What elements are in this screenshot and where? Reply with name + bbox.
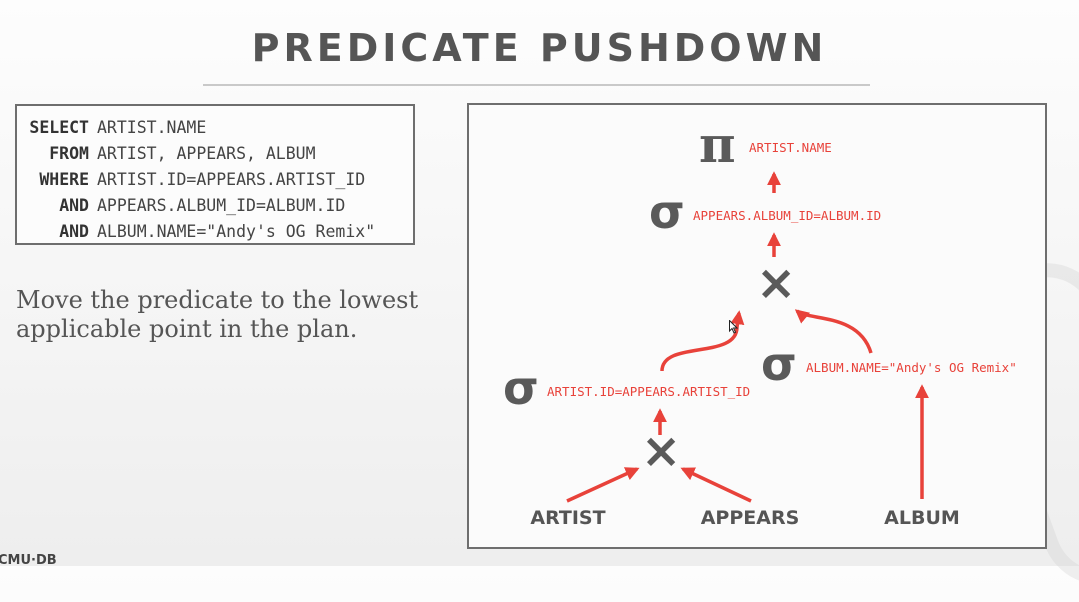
sql-clause: ARTIST.ID=APPEARS.ARTIST_ID: [97, 170, 366, 189]
sql-clause: ARTIST.NAME: [97, 118, 207, 137]
sql-keyword: WHERE: [39, 170, 89, 189]
right-selection-label: ALBUM.NAME="Andy's OG Remix": [806, 360, 1017, 375]
top-join-symbol: ×: [756, 255, 796, 311]
sql-clause: APPEARS.ALBUM_ID=ALBUM.ID: [97, 196, 346, 215]
title-divider: [203, 84, 870, 86]
sql-query-box: SELECT ARTIST.NAME FROM ARTIST, APPEARS, A…: [15, 104, 415, 245]
sql-keyword: AND: [59, 222, 89, 241]
top-selection-label: APPEARS.ALBUM_ID=ALBUM.ID: [693, 208, 881, 223]
table-album: ALBUM: [884, 507, 960, 529]
sql-clause: ARTIST, APPEARS, ALBUM: [97, 144, 316, 163]
sql-line-and-2: AND ALBUM.NAME="Andy's OG Remix": [17, 219, 375, 245]
edge-left-selection-to-top-join: [660, 310, 745, 372]
sql-keyword: AND: [59, 196, 89, 215]
table-artist: ARTIST: [530, 507, 605, 529]
query-plan-diagram: π ARTIST.NAME σ APPEARS.ALBUM_ID=ALBUM.I…: [467, 103, 1047, 549]
sql-keyword: SELECT: [29, 118, 89, 137]
description-line: Move the predicate to the lowest: [16, 286, 419, 314]
sql-line-where: WHERE ARTIST.ID=APPEARS.ARTIST_ID: [17, 167, 365, 193]
sql-line-from: FROM ARTIST, APPEARS, ALBUM: [17, 141, 316, 167]
slide-description: Move the predicate to the lowest applica…: [16, 286, 436, 344]
top-selection-symbol: σ: [649, 185, 685, 239]
edge-appears-to-join: [680, 467, 752, 503]
sql-clause: ALBUM.NAME="Andy's OG Remix": [97, 222, 376, 241]
edge-right-selection-to-top-join: [794, 309, 873, 354]
sql-line-and-1: AND APPEARS.ALBUM_ID=ALBUM.ID: [17, 193, 345, 219]
slide-title: PREDICATE PUSHDOWN: [251, 26, 828, 70]
projection-symbol: π: [699, 115, 736, 174]
footer-logo: CMU·DB: [0, 553, 57, 568]
bottom-join-symbol: ×: [641, 423, 681, 479]
projection-label: ARTIST.NAME: [749, 140, 832, 155]
left-selection-label: ARTIST.ID=APPEARS.ARTIST_ID: [547, 384, 750, 399]
table-appears: APPEARS: [701, 507, 800, 529]
sql-keyword: FROM: [49, 144, 89, 163]
edge-artist-to-join: [566, 467, 640, 503]
left-selection-symbol: σ: [503, 361, 539, 415]
sql-line-select: SELECT ARTIST.NAME: [17, 115, 206, 141]
query-plan-svg: π ARTIST.NAME σ APPEARS.ALBUM_ID=ALBUM.I…: [503, 115, 1017, 529]
description-line: applicable point in the plan.: [16, 315, 358, 343]
mouse-cursor-icon: [729, 320, 739, 334]
right-selection-symbol: σ: [761, 337, 797, 391]
